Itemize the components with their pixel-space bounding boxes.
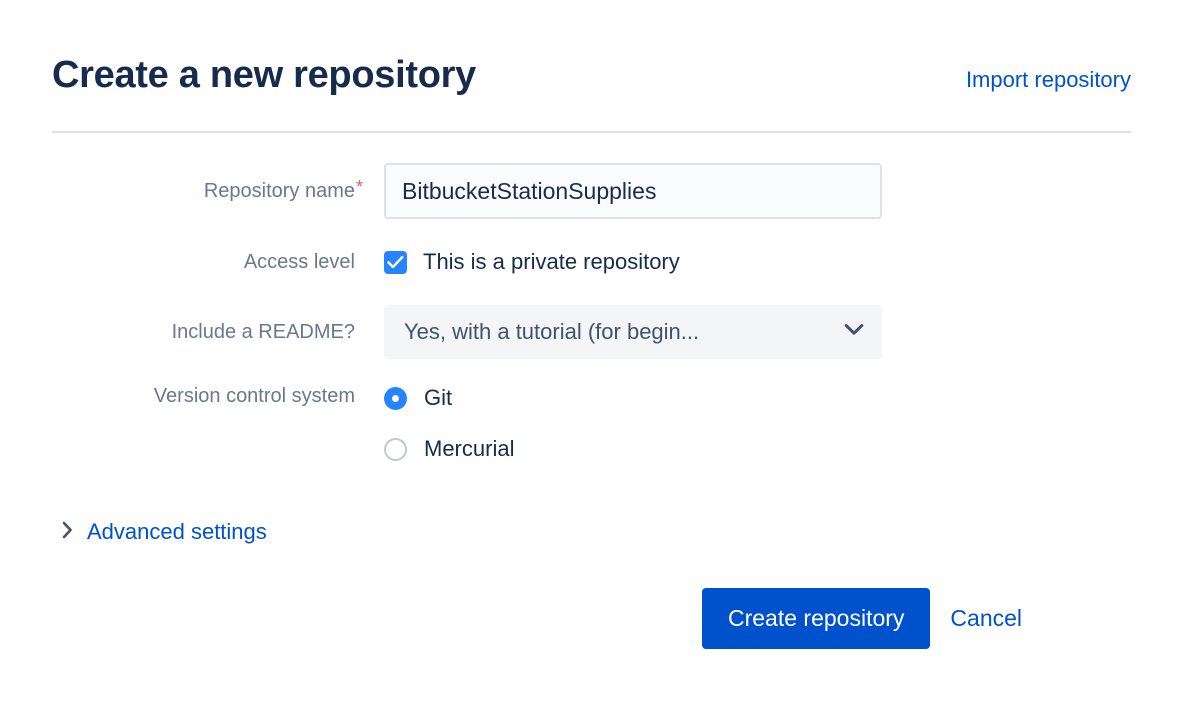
header-divider — [52, 131, 1131, 133]
field-include-readme: Include a README? Yes, with a tutorial (… — [0, 301, 1182, 363]
checkbox-checked-icon[interactable] — [384, 250, 407, 274]
advanced-settings-label: Advanced settings — [87, 519, 267, 544]
page-title: Create a new repository — [52, 54, 476, 96]
field-access-level: Access level This is a private repositor… — [0, 231, 1182, 293]
include-readme-control: Yes, with a tutorial (for begin... — [384, 305, 882, 359]
access-level-label: Access level — [243, 251, 355, 273]
chevron-down-icon[interactable] — [844, 323, 864, 341]
access-level-control: This is a private repository — [384, 249, 680, 275]
page-header: Create a new repository Import repositor… — [52, 52, 1131, 114]
radio-selected-icon[interactable] — [384, 386, 407, 410]
include-readme-label: Include a README? — [171, 321, 355, 343]
version-control-system-control: Git Mercurial — [384, 377, 514, 479]
cancel-button[interactable]: Cancel — [950, 605, 1023, 631]
form-actions: Create repository Cancel — [702, 588, 1022, 649]
repository-name-input[interactable] — [384, 163, 882, 219]
include-readme-selected-value: Yes, with a tutorial (for begin... — [404, 319, 700, 344]
private-repository-checkbox-wrap[interactable]: This is a private repository — [384, 249, 680, 275]
radio-option-mercurial[interactable]: Mercurial — [384, 428, 514, 470]
radio-option-mercurial-label: Mercurial — [424, 436, 515, 461]
version-control-radio-group: Git Mercurial — [384, 377, 514, 479]
field-repository-name: Repository name* — [0, 160, 1182, 222]
field-version-control-system: Version control system Git Mercurial — [0, 377, 1182, 479]
radio-unselected-icon[interactable] — [384, 437, 407, 461]
radio-option-git-label: Git — [424, 385, 453, 410]
repository-name-label-text: Repository name — [203, 180, 355, 202]
repository-name-label: Repository name* — [0, 177, 363, 204]
create-repository-form: Repository name* Access level This is a … — [0, 160, 1182, 479]
radio-option-git[interactable]: Git — [384, 377, 514, 419]
repository-name-control — [384, 163, 882, 219]
include-readme-select[interactable]: Yes, with a tutorial (for begin... — [384, 305, 882, 359]
required-asterisk: * — [356, 177, 364, 197]
version-control-system-label: Version control system — [153, 385, 355, 407]
import-repository-link[interactable]: Import repository — [965, 67, 1131, 92]
advanced-settings-toggle[interactable]: Advanced settings — [62, 515, 267, 549]
private-repository-checkbox-label: This is a private repository — [423, 249, 680, 274]
chevron-right-icon[interactable] — [62, 521, 73, 544]
create-repository-button[interactable]: Create repository — [702, 588, 931, 649]
